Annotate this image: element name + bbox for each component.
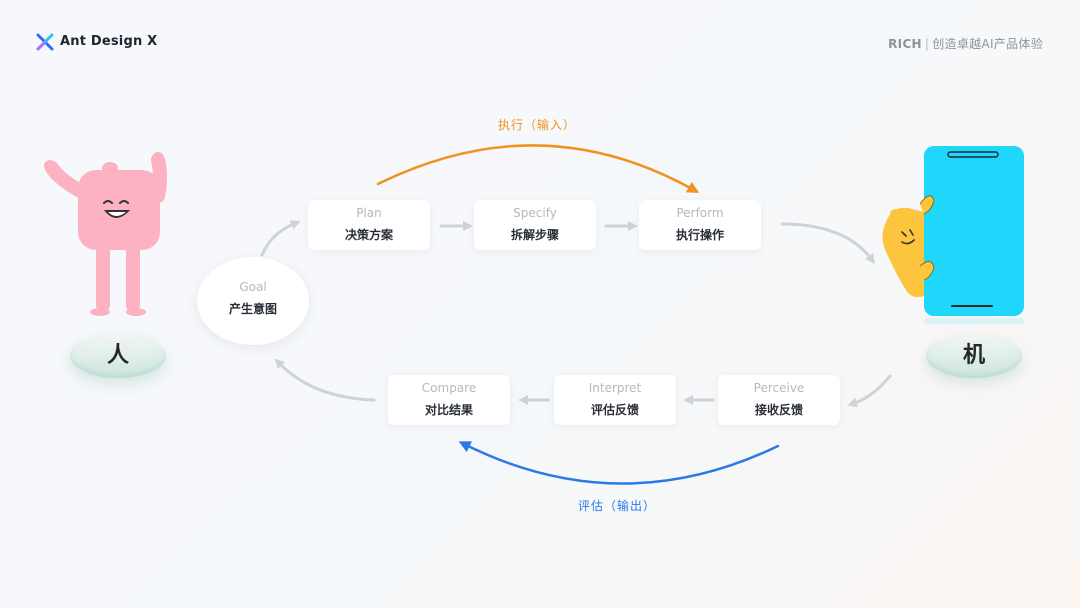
step-card-interpret[interactable]: Interpret 评估反馈 — [554, 375, 676, 425]
step-card-specify[interactable]: Specify 拆解步骤 — [474, 200, 596, 250]
human-pedestal: 人 — [70, 334, 166, 378]
step-zh: 拆解步骤 — [510, 228, 559, 242]
goal-zh: 产生意图 — [228, 302, 277, 316]
connector-goal-plan — [260, 220, 301, 257]
connector-perform-machine — [780, 222, 875, 265]
step-en: Specify — [513, 206, 557, 220]
tagline-strong: RICH — [888, 37, 922, 51]
step-zh: 评估反馈 — [590, 403, 639, 417]
tagline-text: 创造卓越AI产品体验 — [932, 37, 1043, 51]
step-en: Perform — [676, 206, 724, 220]
step-en: Perceive — [753, 381, 805, 395]
evaluate-arrow — [458, 441, 780, 485]
tagline: RICH|创造卓越AI产品体验 — [888, 35, 1043, 52]
step-zh: 执行操作 — [675, 228, 724, 242]
tagline-separator: | — [924, 37, 930, 51]
human-figure-icon — [44, 152, 167, 316]
step-card-plan[interactable]: Plan 决策方案 — [308, 200, 430, 250]
evaluate-label: 评估（输出） — [578, 499, 657, 513]
step-card-perceive[interactable]: Perceive 接收反馈 — [718, 375, 840, 425]
execute-arrow — [376, 144, 700, 193]
goal-en: Goal — [239, 280, 267, 294]
ant-design-x-logo-icon — [36, 33, 54, 51]
step-zh: 对比结果 — [424, 403, 473, 417]
step-card-perform[interactable]: Perform 执行操作 — [639, 200, 761, 250]
brand-name: Ant Design X — [60, 34, 158, 49]
connector-compare-goal — [274, 358, 376, 402]
step-zh: 接收反馈 — [754, 403, 803, 417]
machine-pedestal: 机 — [926, 334, 1022, 378]
connector-machine-perceive — [847, 374, 892, 408]
execute-label: 执行（输入） — [498, 118, 577, 132]
step-zh: 决策方案 — [344, 228, 393, 242]
step-card-compare[interactable]: Compare 对比结果 — [388, 375, 510, 425]
step-en: Plan — [356, 206, 382, 220]
goal-node[interactable]: Goal 产生意图 — [197, 257, 309, 345]
machine-phone-icon — [882, 146, 1024, 324]
step-en: Interpret — [588, 381, 642, 395]
step-en: Compare — [421, 381, 477, 395]
